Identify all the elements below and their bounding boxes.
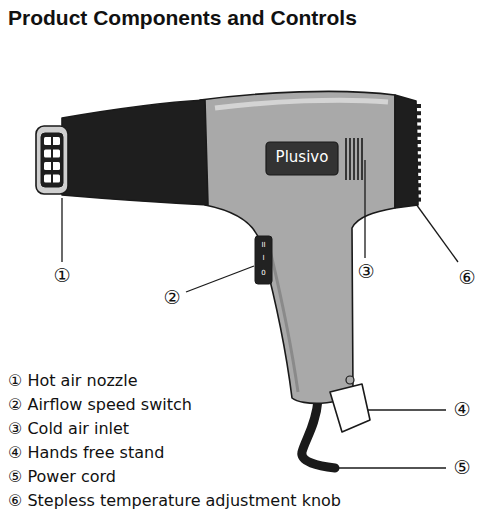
title: Product Components and Controls: [8, 6, 357, 30]
vent-slot: [361, 138, 363, 180]
hot-air-nozzle: [36, 126, 68, 194]
callout-number: ⑤: [453, 457, 470, 479]
part-list-item: ⑤ Power cord: [8, 468, 116, 486]
temperature-knob: [395, 95, 418, 208]
knurl-tooth: [416, 183, 421, 187]
handle-shade: [270, 250, 298, 392]
knurl-tooth: [416, 140, 421, 144]
callout-number: ①: [53, 265, 70, 287]
switch-mark: II: [261, 241, 265, 249]
switch-mark: 0: [261, 269, 265, 277]
callout-number: ⑥: [458, 267, 475, 289]
grille-slots: [44, 135, 60, 185]
part-list-item: ④ Hands free stand: [8, 444, 164, 462]
knurl-tooth: [416, 169, 421, 173]
leader-line: [416, 204, 458, 262]
knurl-tooth: [416, 176, 421, 180]
callout-number: ②: [163, 287, 180, 309]
logo-badge: [266, 142, 338, 175]
part-list-item: ② Airflow speed switch: [8, 396, 192, 414]
hands-free-stand: [330, 384, 370, 432]
part-list-item: ⑥ Stepless temperature adjustment knob: [8, 492, 341, 510]
knurl-tooth: [416, 147, 421, 151]
leader-line: [364, 160, 365, 258]
knurl-tooth: [416, 118, 421, 122]
part-list-item: ① Hot air nozzle: [8, 372, 138, 390]
knurl-tooth: [416, 154, 421, 158]
vent-slot: [349, 138, 351, 180]
knob-knurling: [416, 104, 421, 202]
vent-slot: [353, 138, 355, 180]
airflow-switch: [255, 236, 272, 284]
callout-number: ④: [453, 399, 470, 421]
knurl-tooth: [416, 162, 421, 166]
callout-number: ③: [357, 261, 374, 283]
knurl-tooth: [416, 126, 421, 130]
nozzle-grille: [41, 133, 63, 187]
highlight: [215, 100, 388, 108]
grille-bar: [51, 135, 53, 185]
knurl-tooth: [416, 111, 421, 115]
part-list-item: ③ Cold air inlet: [8, 420, 129, 438]
vent-slot: [357, 138, 359, 180]
leader-line: [336, 467, 446, 468]
stand-pivot: [346, 376, 354, 384]
brand-name: Plusivo: [276, 149, 329, 166]
barrel: [62, 100, 208, 205]
knurl-tooth: [416, 198, 421, 202]
switch-mark: I: [262, 254, 264, 262]
housing: [200, 91, 395, 403]
leader-line: [368, 409, 446, 410]
leader-line: [186, 266, 254, 292]
knurl-tooth: [416, 104, 421, 108]
leader-line: [61, 198, 62, 262]
cold-air-inlet: [346, 138, 362, 180]
knurl-tooth: [416, 133, 421, 137]
vent-slot: [345, 138, 347, 180]
knurl-tooth: [416, 190, 421, 194]
power-cord: [302, 400, 335, 468]
